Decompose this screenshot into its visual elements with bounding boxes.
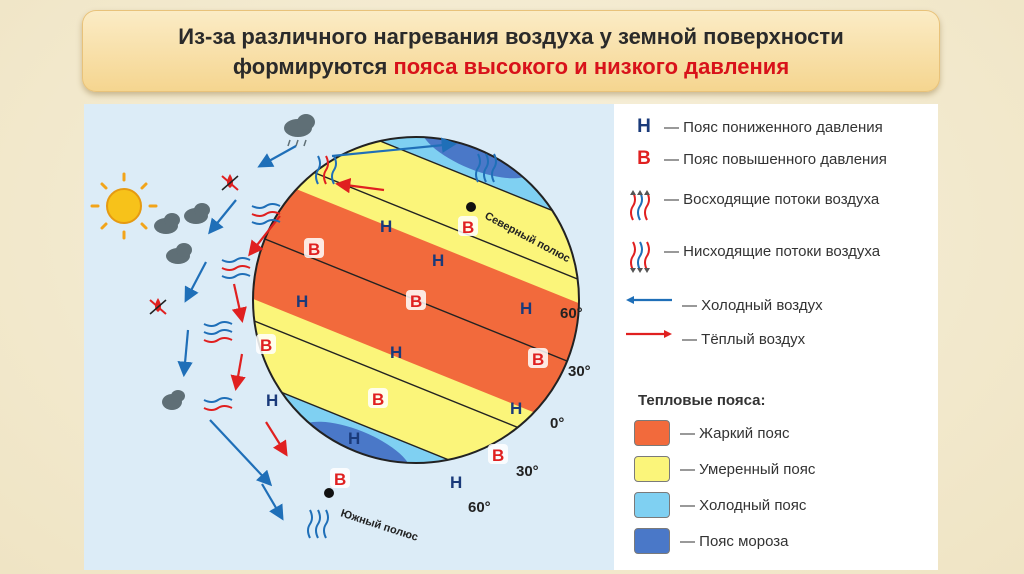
frost-zone-swatch	[634, 528, 670, 554]
sun-icon	[90, 172, 158, 240]
legend-hot-zone: — Жаркий пояс	[624, 420, 790, 446]
svg-text:В: В	[532, 350, 544, 369]
heat-zones-title: Тепловые пояса:	[638, 392, 766, 409]
updraft-icon	[307, 509, 329, 539]
svg-text:В: В	[410, 292, 422, 311]
legend-cold-zone: — Холодный пояс	[624, 492, 807, 518]
rain-cloud-icon	[284, 114, 315, 147]
warm-air-arrow	[334, 177, 385, 194]
legend-frost-label: — Пояс мороза	[680, 532, 789, 550]
downdraft-icon	[475, 153, 497, 183]
high-marker: В	[528, 348, 548, 369]
title-highlight: пояса высокого и низкого давления	[393, 54, 790, 79]
svg-text:В: В	[308, 240, 320, 259]
legend-downdraft: — Нисходящие потоки воздуха	[624, 240, 881, 273]
no-rain-icon	[149, 298, 167, 315]
globe-diagram: Северный полюс Южный полюс 60° 30° 0° 30…	[84, 104, 614, 570]
rain-cloud-icon	[154, 203, 210, 264]
warm-air-arrow-icon	[626, 330, 672, 338]
air-flows	[203, 153, 497, 539]
cold-air-arrow-icon	[626, 296, 672, 304]
low-marker: Н	[296, 292, 308, 311]
south-pole-dot	[324, 488, 334, 498]
high-marker: В	[488, 444, 508, 465]
low-marker: Н	[450, 473, 462, 492]
legend-temperate-label: — Умеренный пояс	[680, 460, 816, 478]
low-marker: Н	[266, 391, 278, 410]
legend-warm-air-label: — Тёплый воздух	[682, 330, 806, 348]
temperate-zone-swatch	[634, 456, 670, 482]
lat-label-30n: 30°	[568, 363, 591, 380]
low-marker: Н	[390, 343, 402, 362]
legend-updraft: — Восходящие потоки воздуха	[624, 188, 880, 221]
low-marker: Н	[510, 399, 522, 418]
title-line-2-prefix: формируются	[232, 54, 394, 79]
lat-label-30s: 30°	[516, 463, 539, 480]
svg-text:В: В	[334, 470, 346, 489]
circulation-arrows	[177, 137, 458, 521]
legend-downdraft-label: — Нисходящие потоки воздуха	[664, 242, 881, 260]
legend-high-pressure-label: — Пояс повышенного давления	[664, 150, 887, 168]
legend-low-pressure: Н — Пояс пониженного давления	[624, 116, 883, 138]
cold-air-arrow	[177, 329, 193, 378]
warm-air-arrow	[248, 215, 281, 257]
rain-cloud-icon	[162, 390, 185, 410]
updraft-icon	[221, 257, 251, 279]
high-marker: В	[304, 238, 324, 259]
no-rain-icon	[221, 174, 239, 191]
high-marker: В	[256, 334, 276, 355]
downdraft-icon	[251, 203, 281, 225]
cold-air-arrow	[331, 137, 458, 158]
legend-temperate-zone: — Умеренный пояс	[624, 456, 816, 482]
warm-air-arrow	[230, 353, 246, 392]
downdraft-icon	[630, 241, 650, 273]
legend-cold-air-label: — Холодный воздух	[682, 296, 823, 314]
legend-cold-air: — Холодный воздух	[624, 294, 823, 316]
title-line-1: Из-за различного нагревания воздуха у зе…	[178, 24, 844, 49]
hot-zone-swatch	[634, 420, 670, 446]
cold-zone-swatch	[634, 492, 670, 518]
diagram-panel: Северный полюс Южный полюс 60° 30° 0° 30…	[84, 104, 938, 570]
north-pole-dot	[466, 202, 476, 212]
cold-air-arrow	[208, 199, 237, 235]
legend-hot-label: — Жаркий пояс	[680, 424, 790, 442]
updraft-icon	[630, 190, 650, 221]
low-marker: Н	[348, 429, 360, 448]
legend-low-pressure-label: — Пояс пониженного давления	[664, 118, 883, 136]
cold-air-arrow	[184, 261, 207, 303]
svg-text:В: В	[372, 390, 384, 409]
globe-outline	[252, 136, 580, 464]
title-banner: Из-за различного нагревания воздуха у зе…	[82, 10, 940, 92]
high-marker: В	[458, 216, 478, 237]
legend-warm-air: — Тёплый воздух	[624, 328, 805, 350]
title-line-2: формируются пояса высокого и низкого дав…	[82, 52, 940, 82]
high-marker: В	[368, 388, 388, 409]
warm-air-arrow	[231, 283, 247, 324]
lat-label-0: 0°	[550, 415, 564, 432]
low-pressure-symbol: Н	[637, 116, 651, 137]
downdraft-icon	[203, 321, 233, 343]
legend-cold-label: — Холодный пояс	[680, 496, 807, 514]
high-marker: В	[406, 290, 426, 311]
low-marker: Н	[520, 299, 532, 318]
cold-air-arrow	[257, 145, 297, 168]
legend-updraft-label: — Восходящие потоки воздуха	[664, 190, 880, 208]
warm-air-arrow	[265, 421, 288, 457]
low-marker: Н	[432, 251, 444, 270]
updraft-icon	[315, 155, 337, 185]
svg-text:В: В	[260, 336, 272, 355]
legend-frost-zone: — Пояс мороза	[624, 528, 789, 554]
high-marker: В	[330, 468, 350, 489]
cold-air-arrow	[209, 419, 273, 487]
svg-text:В: В	[492, 446, 504, 465]
svg-text:В: В	[462, 218, 474, 237]
low-marker: Н	[380, 217, 392, 236]
lat-label-60n: 60°	[560, 305, 583, 322]
high-pressure-symbol: В	[637, 148, 651, 169]
legend-high-pressure: В — Пояс повышенного давления	[624, 148, 887, 170]
lat-label-60s: 60°	[468, 499, 491, 516]
updraft-icon	[203, 397, 233, 411]
cold-air-arrow	[261, 483, 284, 521]
